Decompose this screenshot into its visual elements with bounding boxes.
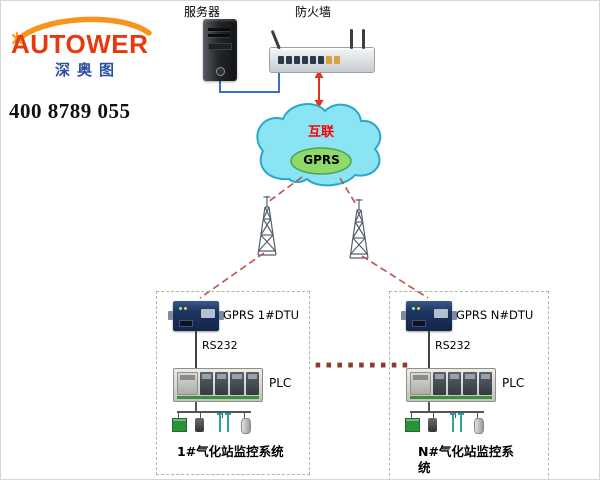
dtu-tag <box>201 309 215 318</box>
gprs-dtu-icon <box>168 301 224 331</box>
plc-module <box>448 372 462 395</box>
antenna-icon <box>362 29 365 49</box>
sensor-cylinder-icon <box>474 418 484 434</box>
station-name: N#气化站监控系统 <box>418 444 514 476</box>
dtu-label: GPRS N#DTU <box>456 308 534 322</box>
plc-label: PLC <box>502 376 525 390</box>
dtu-port <box>179 320 193 327</box>
sensor-probe-icon <box>225 413 231 432</box>
dtu-plc-cable <box>428 331 430 368</box>
sensor-bus <box>177 411 251 413</box>
sensor-drop <box>200 411 201 418</box>
sensor-cylinder-icon <box>241 418 251 434</box>
sensor-drop <box>477 411 478 418</box>
sensor-probe-icon <box>217 413 223 432</box>
antenna-tower-right-icon <box>349 198 369 259</box>
dtu-led <box>417 307 420 310</box>
cloud-label: 互联 <box>307 125 334 140</box>
gprs-dtu-icon <box>401 301 457 331</box>
logo-swoosh-icon <box>12 16 152 46</box>
port <box>294 56 300 64</box>
plc-icon <box>406 368 496 402</box>
dtu-label: GPRS 1#DTU <box>223 308 300 322</box>
plc-module <box>215 372 229 395</box>
field-instruments <box>404 402 490 444</box>
dtu-led <box>179 307 182 310</box>
firewall-label: 防火墙 <box>295 5 332 19</box>
server-power-button <box>216 67 225 76</box>
dtu-port <box>412 320 426 327</box>
plc-label: PLC <box>269 376 292 390</box>
firewall-cloud-link <box>314 70 324 108</box>
sensor-controller-icon <box>172 418 187 432</box>
port <box>326 56 332 64</box>
plc-module <box>230 372 244 395</box>
plc-sensor-cable <box>428 402 430 411</box>
plc-module <box>199 372 213 395</box>
dtu-led <box>412 307 415 310</box>
ethernet-ports <box>278 56 340 64</box>
plc-module <box>245 372 259 395</box>
port <box>278 56 284 64</box>
server-label: 服务器 <box>184 5 221 19</box>
gprs-label: GPRS <box>303 153 340 167</box>
plc-sensor-cable <box>195 402 197 411</box>
sensor-probe-icon <box>450 413 456 432</box>
plc-icon <box>173 368 263 402</box>
server-slot <box>208 28 230 31</box>
antenna-tower-left-icon <box>257 195 277 256</box>
sensor-meter-icon <box>195 418 204 432</box>
dtu-led <box>184 307 187 310</box>
station-name: 1#气化站监控系统 <box>177 444 284 459</box>
server-drive-bay <box>208 43 232 50</box>
autower-logo: AUTOWER 深奥图 <box>9 11 159 81</box>
port <box>310 56 316 64</box>
sensor-controller-icon <box>405 418 420 432</box>
dtu-plc-cable <box>195 331 197 368</box>
plc-module <box>432 372 446 395</box>
sensor-probe-icon <box>458 413 464 432</box>
brand-name-chinese: 深奥图 <box>55 61 122 79</box>
firewall-icon <box>269 29 375 73</box>
station-box-1: GPRS 1#DTU RS232 PLC 1#气化站监控系统 <box>156 291 310 475</box>
antenna-icon <box>270 29 281 50</box>
sensor-drop <box>411 411 412 418</box>
station-box-n: GPRS N#DTU RS232 PLC N#气化站监控系统 <box>389 291 549 479</box>
contact-phone: 400 8789 055 <box>9 99 131 123</box>
field-instruments <box>171 402 257 444</box>
server-slot <box>208 34 230 37</box>
sensor-meter-icon <box>428 418 437 432</box>
serial-label: RS232 <box>202 339 238 352</box>
dtu-tag <box>434 309 448 318</box>
serial-label: RS232 <box>435 339 471 352</box>
port <box>302 56 308 64</box>
more-stations-ellipsis: ········· <box>313 351 411 381</box>
port <box>318 56 324 64</box>
plc-module <box>478 372 492 395</box>
plc-module <box>463 372 477 395</box>
wireless-links <box>199 176 429 299</box>
port <box>334 56 340 64</box>
plc-psu-module <box>410 372 431 395</box>
port <box>286 56 292 64</box>
sensor-bus <box>410 411 484 413</box>
brand-name: AUTOWER <box>11 29 149 59</box>
internet-cloud-shape <box>256 103 382 187</box>
sensor-drop <box>178 411 179 418</box>
server-icon <box>203 19 237 81</box>
plc-psu-module <box>177 372 198 395</box>
sensor-drop <box>433 411 434 418</box>
sensor-drop <box>244 411 245 418</box>
antenna-icon <box>350 29 353 49</box>
